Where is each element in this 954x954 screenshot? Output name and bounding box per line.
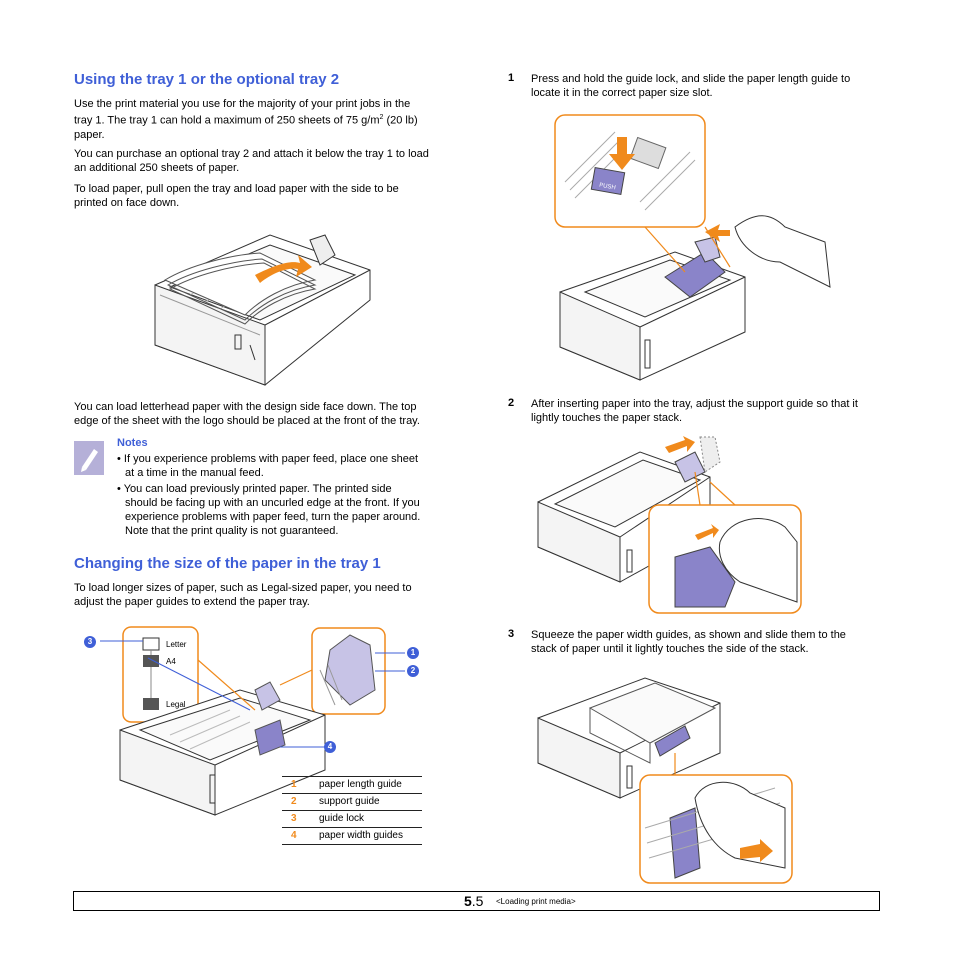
page-number: 5.5 xyxy=(464,893,484,909)
paragraph-letterhead: You can load letterhead paper with the d… xyxy=(74,401,420,427)
width-guides-illustration xyxy=(537,677,793,884)
tray-loading-illustration xyxy=(154,234,371,386)
legend-row: 2 support guide xyxy=(282,793,422,810)
callout-badge-1: 1 xyxy=(407,647,419,659)
step-number-1: 1 xyxy=(508,72,515,84)
legend-row: 3 guide lock xyxy=(282,810,422,827)
step-1-text: Press and hold the guide lock, and slide… xyxy=(531,73,851,99)
note-item-printed-paper: • You can load previously printed paper.… xyxy=(117,483,421,537)
support-guide-illustration xyxy=(537,436,802,614)
guide-lock-illustration xyxy=(554,114,831,381)
paragraph-longer-sizes: To load longer sizes of paper, such as L… xyxy=(74,582,412,608)
page-footer: 5.5 <Loading print media> xyxy=(73,891,880,911)
callout-badge-2: 2 xyxy=(407,665,419,677)
step-3-text: Squeeze the paper width guides, as shown… xyxy=(531,629,846,655)
paragraph-optional-tray: You can purchase an optional tray 2 and … xyxy=(74,148,429,174)
step-number-2: 2 xyxy=(508,397,515,409)
note-item-manual-feed: • If you experience problems with paper … xyxy=(117,453,419,479)
step-2-text: After inserting paper into the tray, adj… xyxy=(531,398,858,424)
size-label-a4: A4 xyxy=(166,657,176,666)
tray-guides-diagram xyxy=(100,626,405,816)
section-title-using-tray: Using the tray 1 or the optional tray 2 xyxy=(74,71,340,88)
callout-badge-3: 3 xyxy=(84,636,96,648)
legend-row: 4 paper width guides xyxy=(282,827,422,845)
size-label-letter: Letter xyxy=(166,640,187,649)
size-label-legal: Legal xyxy=(166,700,186,709)
callout-badge-4: 4 xyxy=(324,741,336,753)
footer-section-label: <Loading print media> xyxy=(496,897,576,906)
section-title-changing-size: Changing the size of the paper in the tr… xyxy=(74,555,381,572)
step-number-3: 3 xyxy=(508,628,515,640)
notes-title: Notes xyxy=(117,437,148,449)
legend-row: 1 paper length guide xyxy=(282,776,422,793)
paragraph-tray-capacity: Use the print material you use for the m… xyxy=(74,98,418,141)
notes-pencil-icon xyxy=(74,441,104,475)
paragraph-load-paper: To load paper, pull open the tray and lo… xyxy=(74,183,399,209)
